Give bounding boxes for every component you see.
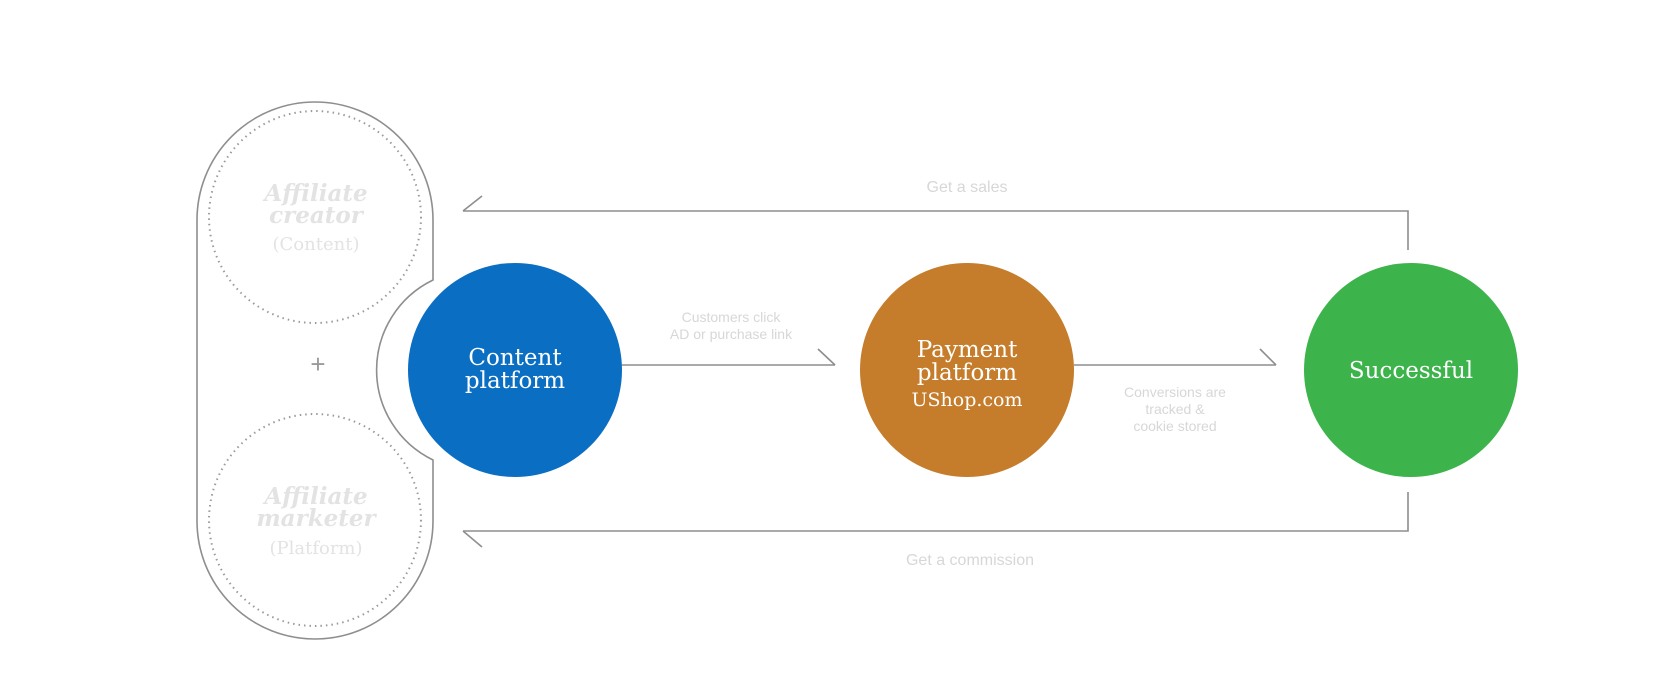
sales-edge-line	[463, 210, 1409, 250]
content-platform-label-2: platform	[465, 368, 565, 394]
arrow-head-icon	[817, 348, 836, 366]
arrow-head-icon	[462, 530, 483, 548]
affiliate-marketer-title-2: marketer	[256, 505, 377, 532]
payment-platform-label-1: Payment	[917, 337, 1018, 363]
successful-label: Successful	[1349, 358, 1473, 384]
affiliate-creator-sub: (Content)	[273, 234, 360, 255]
arrow-head-icon	[1259, 348, 1277, 366]
content-platform-label-1: Content	[468, 345, 562, 371]
conversion-edge-label-2: tracked &	[1145, 401, 1205, 417]
affiliate-creator-title-1: Affiliate	[262, 180, 367, 207]
commission-edge-label: Get a commission	[906, 552, 1034, 569]
affiliate-marketer-sub: (Platform)	[269, 538, 362, 559]
plus-icon: +	[310, 349, 325, 379]
affiliate-creator-circle	[208, 110, 422, 324]
click-edge-label-1: Customers click	[682, 309, 782, 325]
payment-platform-label-2: platform	[917, 360, 1017, 386]
payment-platform-sub: UShop.com	[911, 389, 1022, 411]
commission-edge-line	[463, 492, 1409, 532]
payment-platform-node	[860, 263, 1074, 477]
conversion-edge-label-1: Conversions are	[1124, 384, 1226, 400]
affiliate-group-capsule	[196, 101, 434, 640]
arrow-head-icon	[462, 195, 483, 212]
click-edge-label-2: AD or purchase link	[670, 326, 793, 342]
successful-node	[1304, 263, 1518, 477]
sales-edge-label: Get a sales	[927, 179, 1008, 196]
affiliate-marketer-circle	[208, 413, 422, 627]
affiliate-marketer-title-1: Affiliate	[262, 483, 367, 510]
affiliate-creator-title-2: creator	[269, 202, 365, 229]
conversion-edge-label-3: cookie stored	[1133, 418, 1216, 434]
content-platform-node	[408, 263, 622, 477]
